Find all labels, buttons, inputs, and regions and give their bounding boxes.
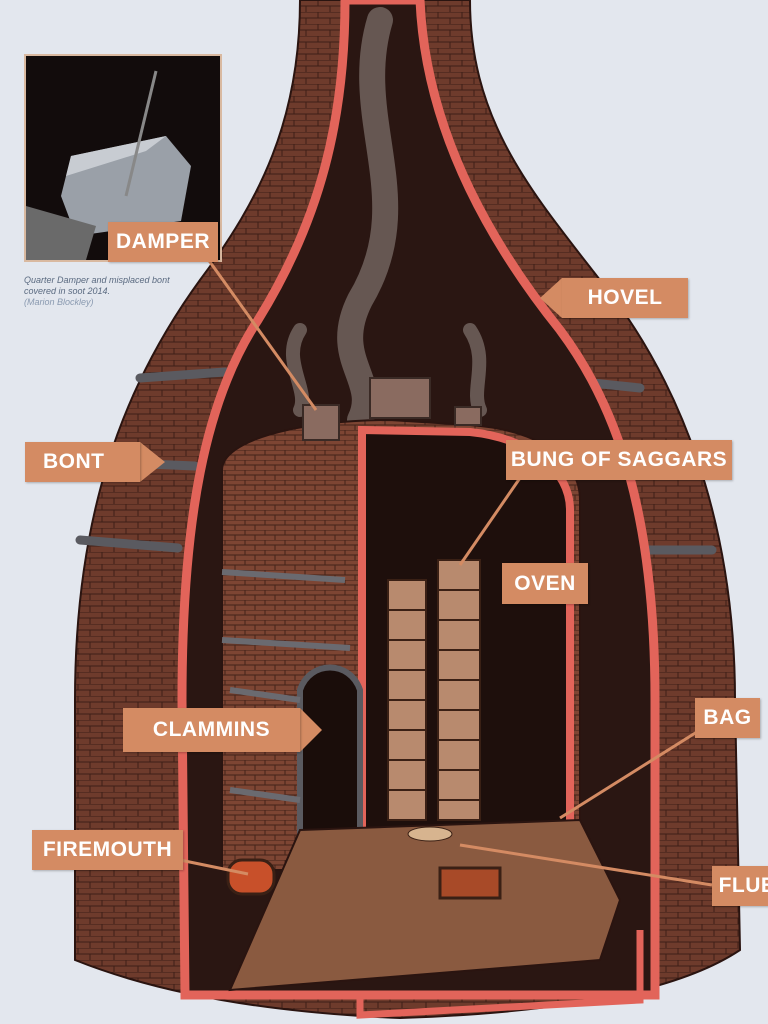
label-flue: FLUE [712,866,768,906]
label-clammins: CLAMMINS [123,708,300,752]
photo-caption: Quarter Damper and misplaced bont covere… [24,275,199,308]
flue-channel [356,930,644,1019]
flue-grate [438,866,502,900]
bont-pointer [140,442,165,482]
label-bung-of-saggars: BUNG OF SAGGARS [506,440,732,480]
damper-photo [24,54,222,262]
caption-credit: (Marion Blockley) [24,297,94,307]
label-firemouth: FIREMOUTH [32,830,183,870]
firemouth [226,858,276,896]
clammins-pointer [300,708,322,752]
label-hovel: HOVEL [562,278,688,318]
label-bag: BAG [695,698,760,738]
smoke [285,7,487,433]
oven-floor [228,818,622,992]
label-bont: BONT [25,442,140,482]
dampers [302,377,482,441]
label-oven: OVEN [502,563,588,604]
label-damper: DAMPER [108,222,218,262]
caption-text: Quarter Damper and misplaced bont covere… [24,275,170,296]
hovel-pointer [540,278,562,318]
oven-door [297,664,363,883]
